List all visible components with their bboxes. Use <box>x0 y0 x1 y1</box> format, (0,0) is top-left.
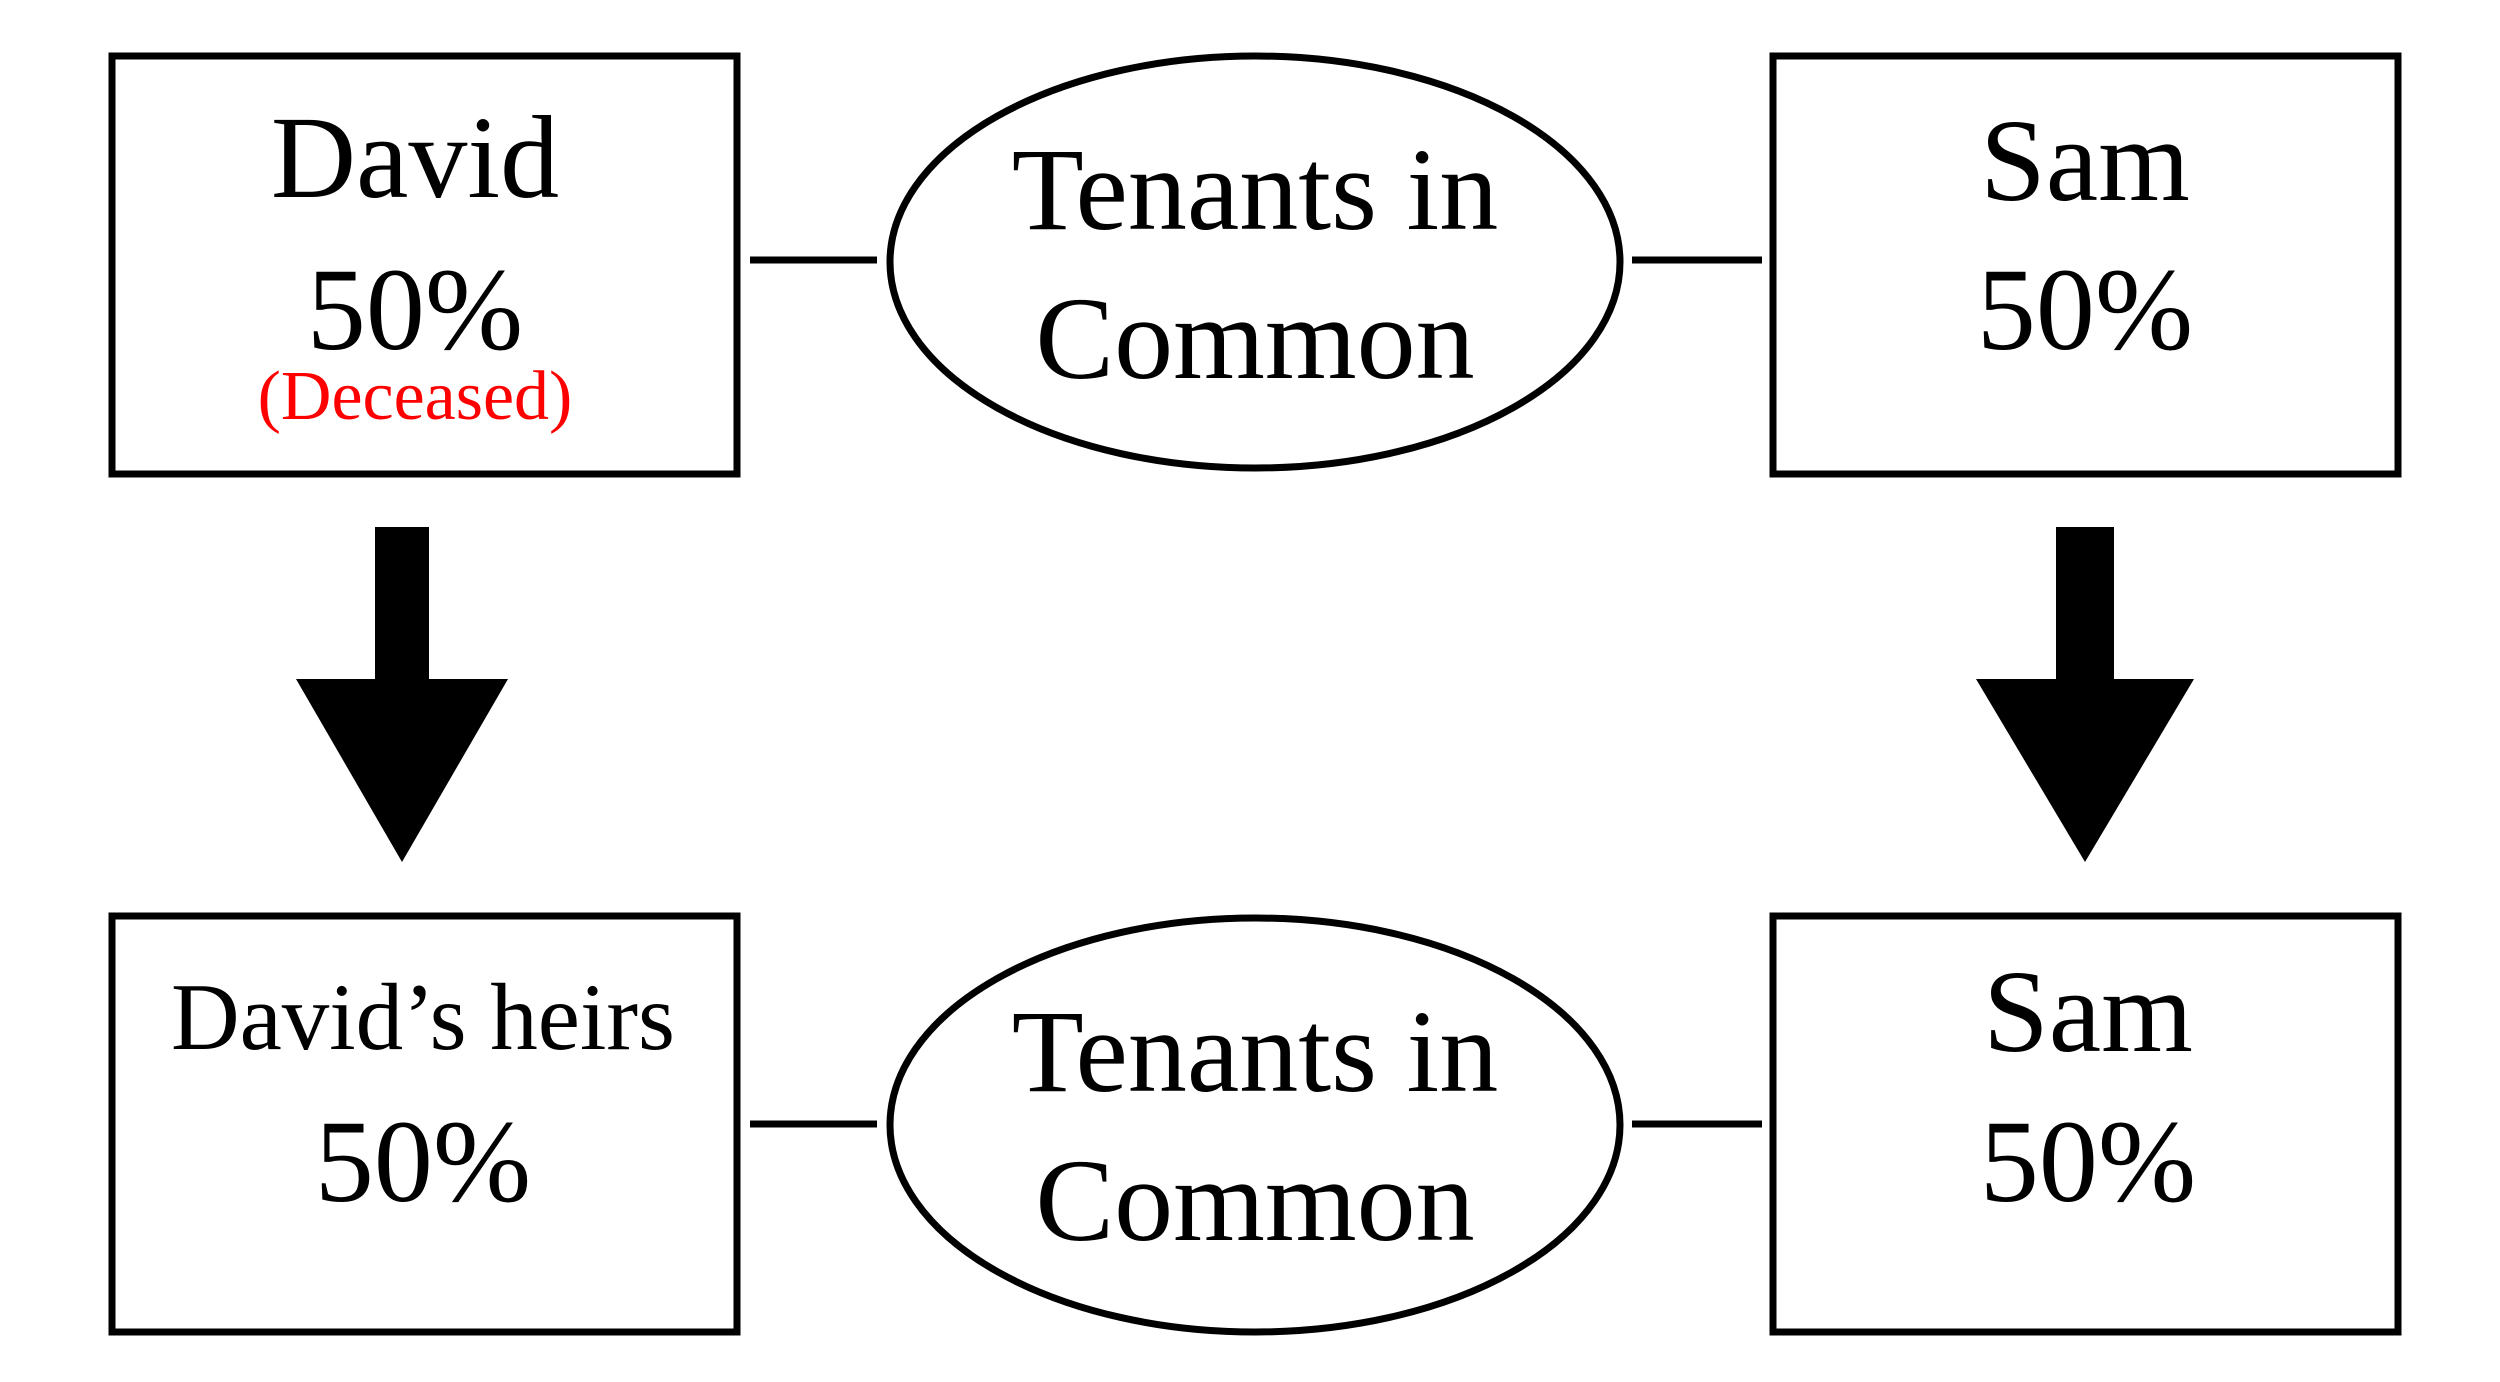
david-box <box>108 52 741 478</box>
down-arrow-right <box>1976 527 2194 862</box>
sam-share-bottom: 50% <box>1980 1096 2196 1227</box>
tenants-in-common-ellipse-bottom <box>886 914 1624 1336</box>
davids-heirs-share: 50% <box>315 1096 531 1227</box>
david-name: David <box>271 92 559 223</box>
down-arrow-left <box>296 527 508 862</box>
sam-name-top: Sam <box>1980 95 2190 226</box>
david-deceased-label: (Deceased) <box>258 358 573 435</box>
common-label-bottom: Common <box>1035 1135 1474 1266</box>
tenants-in-label-top: Tenants in <box>1012 124 1499 255</box>
sam-share-top: 50% <box>1977 244 2193 375</box>
david-share: 50% <box>307 244 523 375</box>
tenants-in-common-ellipse-top <box>886 52 1624 472</box>
sam-name-bottom: Sam <box>1983 946 2193 1077</box>
sam-box-top <box>1769 52 2402 478</box>
sam-box-bottom <box>1769 912 2402 1336</box>
davids-heirs-box <box>108 912 741 1336</box>
davids-heirs-name: David’s heirs <box>171 964 675 1070</box>
common-label-top: Common <box>1035 273 1474 404</box>
bottom-row: David’s heirs 50% Tenants in Common Sam … <box>108 912 2402 1336</box>
tenants-in-label-bottom: Tenants in <box>1012 986 1499 1117</box>
top-row: David 50% (Deceased) Tenants in Common S… <box>108 52 2402 478</box>
